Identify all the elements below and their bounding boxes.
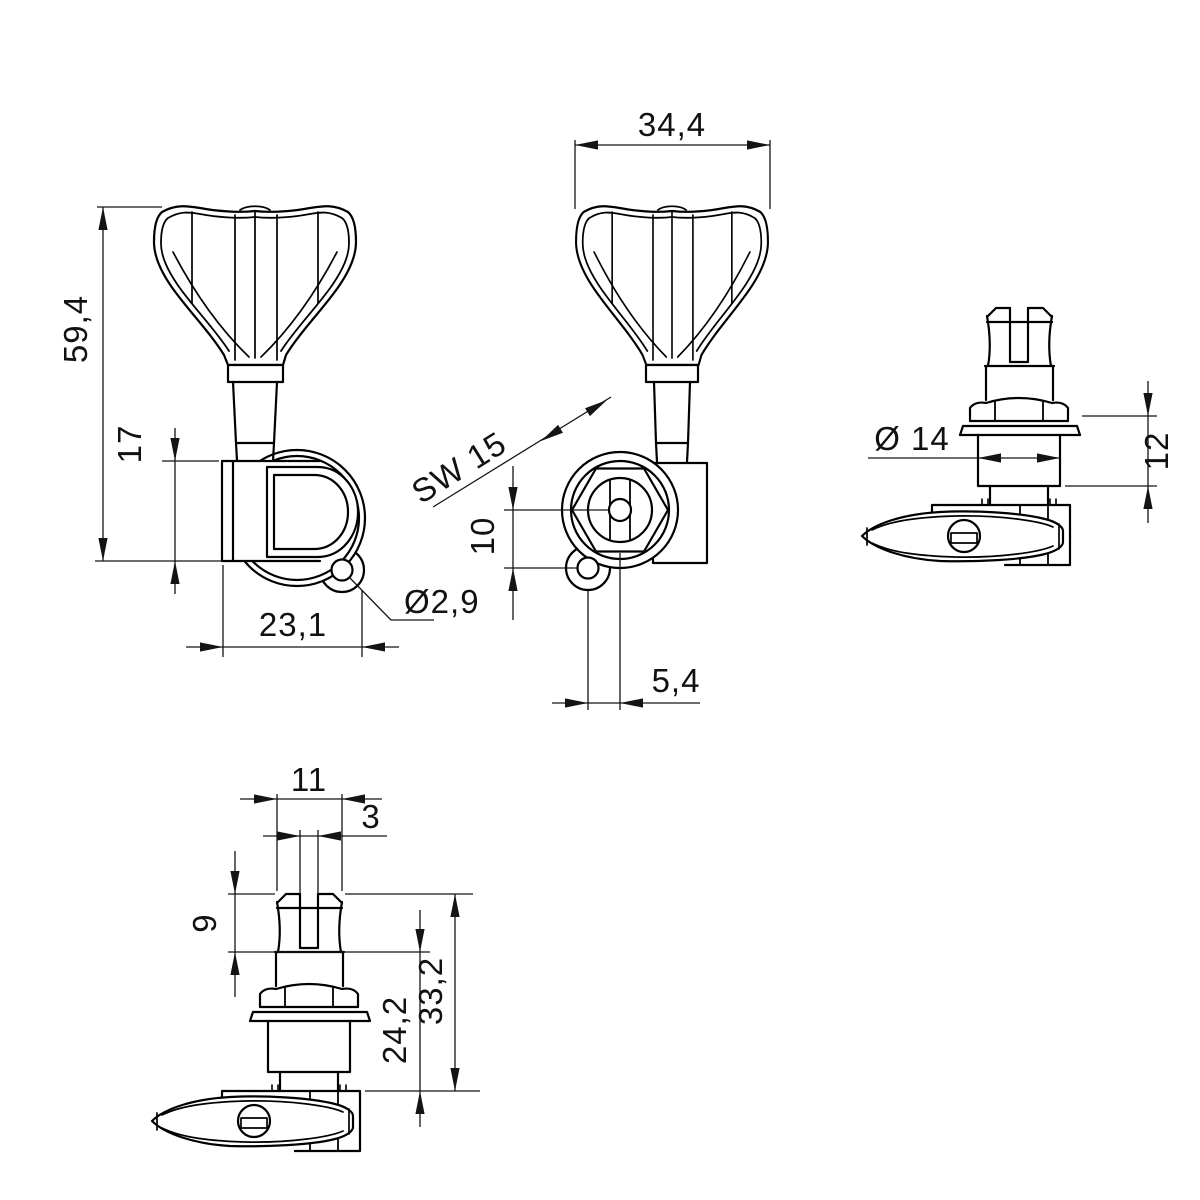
cover-plate-outer	[265, 465, 360, 559]
dim-label: 5,4	[652, 662, 701, 699]
dim-label: 17	[111, 425, 148, 464]
dim-bushing-height: 12	[1065, 381, 1175, 523]
cover-plate-inner	[272, 473, 350, 551]
rotor	[560, 450, 680, 570]
dim-bushing-dia: Ø 14	[868, 420, 1060, 463]
center-hole	[607, 497, 633, 523]
dim-label: 34,4	[638, 106, 706, 143]
tuning-key-front	[574, 205, 770, 464]
dim-post-height: 24,2	[365, 910, 480, 1127]
dim-label: 9	[186, 913, 223, 932]
dim-label: 59,4	[57, 295, 94, 363]
string-post-stack	[958, 306, 1082, 507]
gear-housing	[220, 459, 360, 563]
dim-slot-depth: 9	[186, 851, 430, 997]
tuning-key-side	[152, 205, 358, 463]
dim-label: Ø 14	[874, 420, 950, 457]
key-collar-front	[644, 363, 700, 384]
dim-label: Ø2,9	[404, 583, 480, 620]
butterfly-key-top	[860, 510, 1065, 563]
dim-label: 33,2	[412, 957, 449, 1025]
dim-label: 10	[464, 517, 501, 556]
dim-slot-width: 3	[263, 798, 387, 894]
post-detail-view: 11 3 9 24,2 33,2	[150, 761, 480, 1153]
key-stem	[231, 380, 279, 463]
dim-label: 24,2	[376, 996, 413, 1064]
dim-housing-height: 17	[111, 425, 219, 594]
screw-hole	[330, 558, 354, 582]
dim-key-width: 34,4	[574, 106, 771, 209]
side-view: 59,4 17 23,1 Ø2,9	[57, 205, 480, 657]
dim-hole-offset-h: 5,4	[552, 553, 700, 710]
key-collar	[226, 363, 285, 384]
dim-label: 12	[1138, 432, 1175, 471]
dim-label: 3	[361, 798, 380, 835]
dim-overall-height: 33,2	[345, 893, 473, 1091]
dim-hole-offset-v: 10	[464, 466, 609, 620]
dim-post-dia: 11	[240, 761, 382, 891]
dim-label: 23,1	[259, 606, 327, 643]
dim-screw-hole: Ø2,9	[348, 576, 480, 621]
dim-housing-width: 23,1	[186, 565, 399, 657]
string-post-detail	[248, 892, 372, 1093]
dim-label: 11	[291, 761, 327, 798]
top-view: Ø 14 12	[860, 306, 1175, 567]
screw-hole-front	[576, 556, 600, 580]
dim-total-height: 59,4	[57, 206, 222, 562]
key-stem-front	[652, 380, 692, 464]
butterfly-key-detail	[150, 1095, 355, 1148]
